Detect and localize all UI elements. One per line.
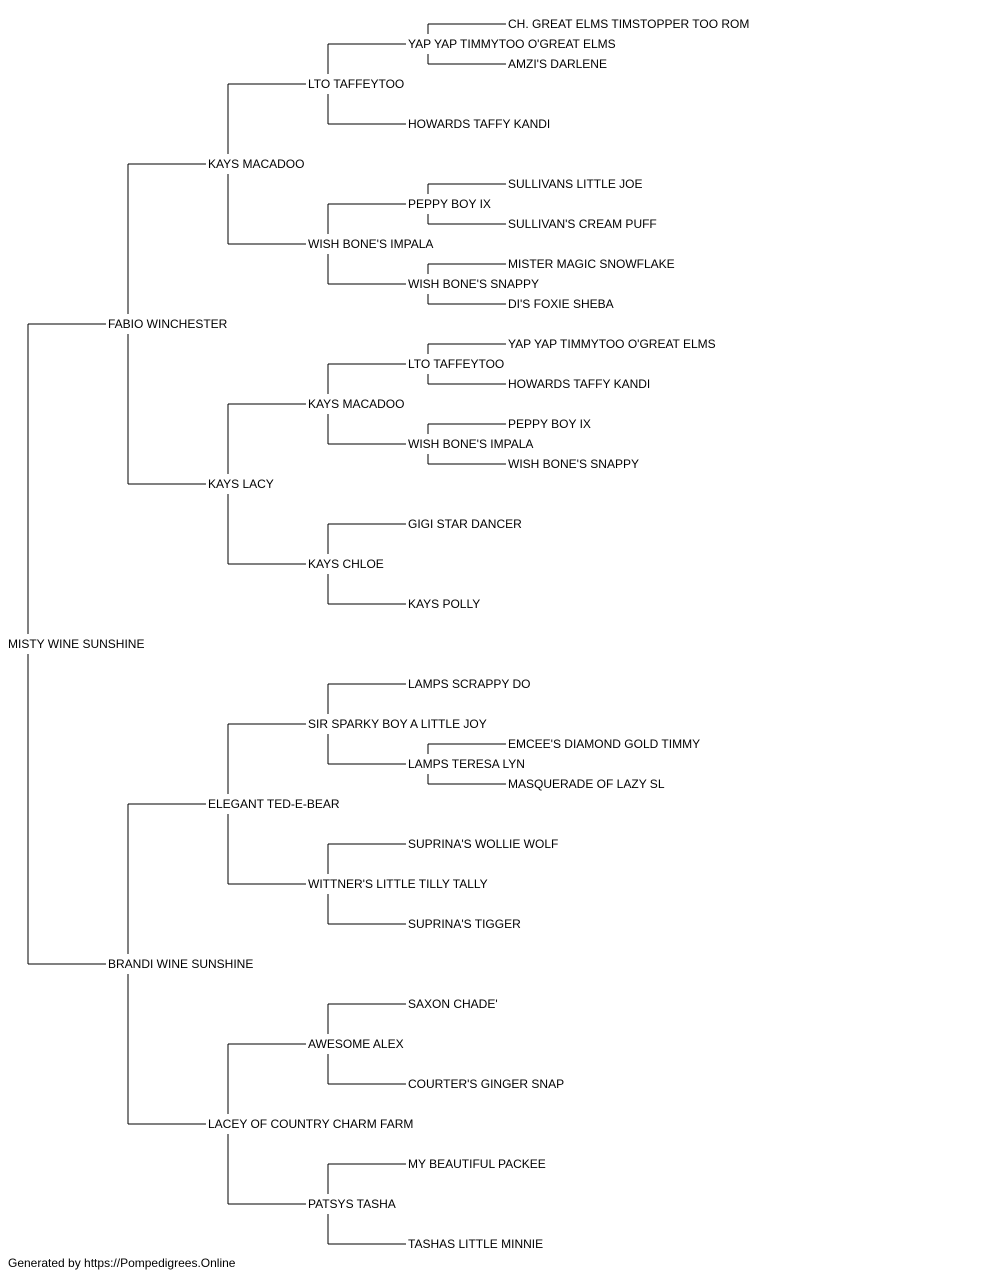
pedigree-name-sir-sparky-boy-a-little-joy: SIR SPARKY BOY A LITTLE JOY bbox=[308, 717, 487, 731]
pedigree-name-tashas-little-minnie: TASHAS LITTLE MINNIE bbox=[408, 1237, 543, 1251]
pedigree-name-awesome-alex: AWESOME ALEX bbox=[308, 1037, 404, 1051]
pedigree-name-elegant-ted-e-bear: ELEGANT TED-E-BEAR bbox=[208, 797, 340, 811]
pedigree-name-lamps-scrappy-do: LAMPS SCRAPPY DO bbox=[408, 677, 530, 691]
pedigree-name-gigi-star-dancer: GIGI STAR DANCER bbox=[408, 517, 522, 531]
pedigree-name-peppy-boy-ix: PEPPY BOY IX bbox=[508, 417, 591, 431]
pedigree-name-lto-taffeytoo: LTO TAFFEYTOO bbox=[408, 357, 504, 371]
pedigree-name-patsys-tasha: PATSYS TASHA bbox=[308, 1197, 396, 1211]
pedigree-name-lamps-teresa-lyn: LAMPS TERESA LYN bbox=[408, 757, 525, 771]
pedigree-name-wish-bone-s-impala: WISH BONE'S IMPALA bbox=[408, 437, 533, 451]
pedigree-name-amzi-s-darlene: AMZI'S DARLENE bbox=[508, 57, 607, 71]
pedigree-name-yap-yap-timmytoo-o-great-elms: YAP YAP TIMMYTOO O'GREAT ELMS bbox=[408, 37, 616, 51]
pedigree-name-wish-bone-s-impala: WISH BONE'S IMPALA bbox=[308, 237, 433, 251]
pedigree-name-kays-lacy: KAYS LACY bbox=[208, 477, 274, 491]
pedigree-name-wish-bone-s-snappy: WISH BONE'S SNAPPY bbox=[508, 457, 639, 471]
pedigree-name-masquerade-of-lazy-sl: MASQUERADE OF LAZY SL bbox=[508, 777, 665, 791]
pedigree-name-ch-great-elms-timstopper-too-rom: CH. GREAT ELMS TIMSTOPPER TOO ROM bbox=[508, 17, 749, 31]
pedigree-name-lacey-of-country-charm-farm: LACEY OF COUNTRY CHARM FARM bbox=[208, 1117, 413, 1131]
pedigree-name-kays-polly: KAYS POLLY bbox=[408, 597, 480, 611]
pedigree-name-brandi-wine-sunshine: BRANDI WINE SUNSHINE bbox=[108, 957, 253, 971]
pedigree-name-wish-bone-s-snappy: WISH BONE'S SNAPPY bbox=[408, 277, 539, 291]
pedigree-name-courter-s-ginger-snap: COURTER'S GINGER SNAP bbox=[408, 1077, 564, 1091]
pedigree-name-fabio-winchester: FABIO WINCHESTER bbox=[108, 317, 228, 331]
pedigree-name-howards-taffy-kandi: HOWARDS TAFFY KANDI bbox=[408, 117, 550, 131]
pedigree-name-kays-chloe: KAYS CHLOE bbox=[308, 557, 384, 571]
pedigree-name-misty-wine-sunshine: MISTY WINE SUNSHINE bbox=[8, 637, 144, 651]
pedigree-name-kays-macadoo: KAYS MACADOO bbox=[308, 397, 404, 411]
pedigree-name-suprina-s-tigger: SUPRINA'S TIGGER bbox=[408, 917, 521, 931]
pedigree-name-peppy-boy-ix: PEPPY BOY IX bbox=[408, 197, 491, 211]
footer-credit: Generated by https://Pompedigrees.Online bbox=[8, 1256, 236, 1270]
pedigree-name-sullivans-little-joe: SULLIVANS LITTLE JOE bbox=[508, 177, 643, 191]
pedigree-name-howards-taffy-kandi: HOWARDS TAFFY KANDI bbox=[508, 377, 650, 391]
pedigree-name-saxon-chade: SAXON CHADE' bbox=[408, 997, 498, 1011]
pedigree-name-sullivan-s-cream-puff: SULLIVAN'S CREAM PUFF bbox=[508, 217, 657, 231]
pedigree-name-my-beautiful-packee: MY BEAUTIFUL PACKEE bbox=[408, 1157, 546, 1171]
pedigree-name-mister-magic-snowflake: MISTER MAGIC SNOWFLAKE bbox=[508, 257, 675, 271]
pedigree-name-lto-taffeytoo: LTO TAFFEYTOO bbox=[308, 77, 404, 91]
pedigree-name-kays-macadoo: KAYS MACADOO bbox=[208, 157, 304, 171]
pedigree-name-suprina-s-wollie-wolf: SUPRINA'S WOLLIE WOLF bbox=[408, 837, 558, 851]
pedigree-name-yap-yap-timmytoo-o-great-elms: YAP YAP TIMMYTOO O'GREAT ELMS bbox=[508, 337, 716, 351]
pedigree-name-emcee-s-diamond-gold-timmy: EMCEE'S DIAMOND GOLD TIMMY bbox=[508, 737, 700, 751]
pedigree-name-wittner-s-little-tilly-tally: WITTNER'S LITTLE TILLY TALLY bbox=[308, 877, 488, 891]
pedigree-name-di-s-foxie-sheba: DI'S FOXIE SHEBA bbox=[508, 297, 614, 311]
